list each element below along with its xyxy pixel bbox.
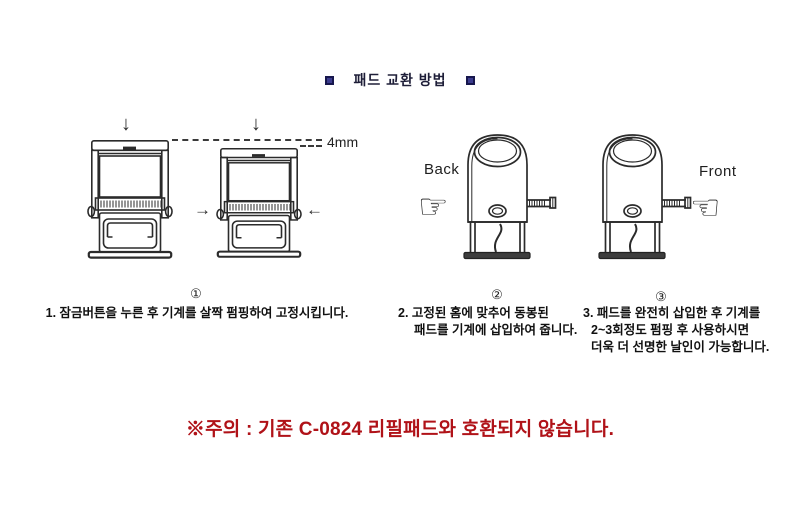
height-reference-dashed-line bbox=[172, 139, 322, 141]
pointing-hand-left-icon: ☜ bbox=[690, 189, 721, 227]
step-1-caption: 1. 잠금버튼을 누른 후 기계를 살짝 펌핑하여 고정시킵니다. bbox=[45, 306, 349, 320]
compatibility-warning: ※주의 : 기존 C-0824 리필패드와 호환되지 않습니다. bbox=[185, 419, 615, 440]
pointing-hand-right-icon: ☞ bbox=[418, 188, 449, 226]
step-3-caption-line2: 2~3회정도 펌핑 후 사용하시면 bbox=[591, 323, 750, 337]
squeeze-left-arrow-icon: ← bbox=[306, 200, 323, 219]
measurement-label: 4mm bbox=[327, 134, 359, 150]
step-2-caption: 2. 고정된 홈에 맞추어 동봉된 패드를 기계에 삽입하여 줍니다. bbox=[398, 305, 577, 339]
step-1-number: ① bbox=[190, 286, 202, 301]
stamp-side-view-back bbox=[463, 133, 558, 261]
page-title-row: 패드 교환 방법 bbox=[0, 70, 800, 90]
stamp-front-view-released bbox=[83, 140, 175, 260]
step-3-caption: 3. 패드를 완전히 삽입한 후 기계를 2~3회정도 펌핑 후 사용하시면 더… bbox=[583, 305, 769, 356]
page-title: 패드 교환 방법 bbox=[353, 72, 447, 88]
step-2-caption-line1: 2. 고정된 홈에 맞추어 동봉된 bbox=[398, 306, 549, 320]
title-bullet-right-icon bbox=[465, 75, 475, 85]
step-3-number: ③ bbox=[655, 289, 667, 304]
step-3-caption-line3: 더욱 더 선명한 날인이 가능합니다. bbox=[591, 340, 770, 354]
step-2-number: ② bbox=[491, 287, 503, 302]
title-bullet-left-icon bbox=[325, 75, 335, 85]
stamp-side-view-front bbox=[598, 133, 693, 261]
gap-dashed-line bbox=[300, 145, 322, 147]
press-down-arrow-icon: ↓ bbox=[121, 113, 131, 135]
squeeze-right-arrow-icon: → bbox=[194, 200, 211, 219]
stamp-front-view-pressed bbox=[212, 148, 304, 259]
press-down-arrow-icon: ↓ bbox=[251, 113, 261, 135]
step-3-caption-line1: 3. 패드를 완전히 삽입한 후 기계를 bbox=[583, 306, 761, 320]
back-view-label: Back bbox=[424, 161, 460, 178]
step-2-caption-line2: 패드를 기계에 삽입하여 줍니다. bbox=[414, 323, 578, 337]
front-view-label: Front bbox=[699, 163, 737, 180]
